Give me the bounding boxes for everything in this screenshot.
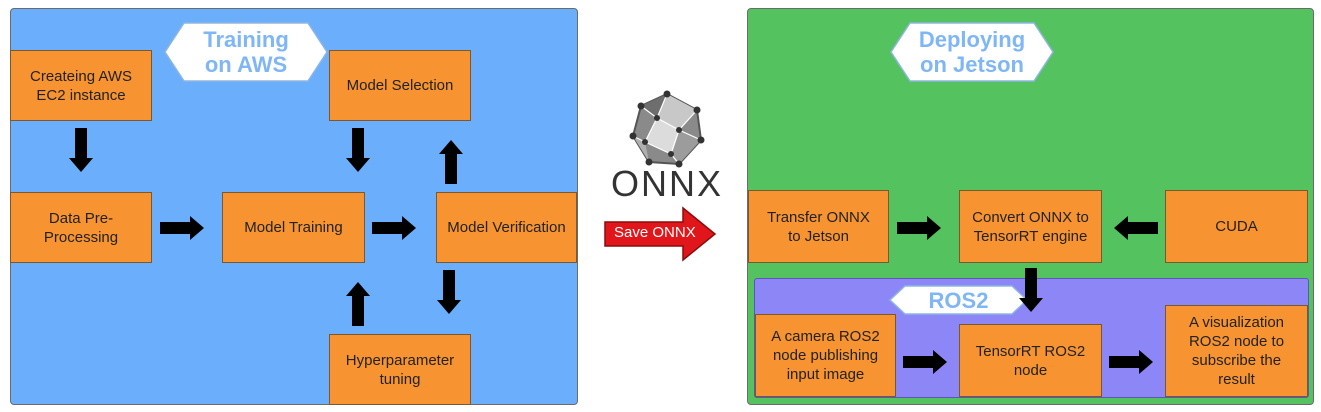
box-model-selection: Model Selection [329,50,471,121]
save-onnx-arrow [604,206,717,262]
box-tensorrt-node: TensorRT ROS2 node [959,324,1102,397]
box-transfer-onnx: Transfer ONNX to Jetson [748,190,889,263]
box-convert-tensorrt: Convert ONNX to TensorRT engine [959,190,1102,263]
arrow-left-cuda-to-convert [1114,216,1158,240]
box-model-verification: Model Verification [436,192,577,263]
arrow-right-data-to-training [160,216,204,240]
box-data-preprocessing: Data Pre-Processing [10,192,152,263]
box-visualization-node: A visualization ROS2 node to subscribe t… [1165,305,1308,397]
onnx-logo-text: ONNX [611,163,724,204]
arrow-right-training-to-verification [372,216,416,240]
arrow-right-transfer-to-convert [897,216,941,240]
arrow-right-tensorrt-to-visualization [1109,350,1153,374]
hexagon-shape [889,285,1028,315]
arrow-up-verification-to-selection [439,140,463,184]
arrow-up-hyper-to-training [346,282,370,326]
box-cuda: CUDA [1165,190,1308,263]
arrow-down-aws-to-data [69,128,93,172]
hexagon-shape [164,22,328,82]
box-hyperparameter: Hyperparameter tuning [329,334,471,405]
box-model-training: Model Training [222,192,365,263]
box-create-aws: Createing AWS EC2 instance [10,50,152,121]
hexagon-shape [890,22,1054,82]
ros2-title-badge: ROS2 [889,285,1028,315]
box-camera-node: A camera ROS2 node publishing input imag… [755,314,896,397]
onnx-logo-icon [629,90,705,168]
save-onnx-label: Save ONNX [614,224,696,241]
arrow-down-selection-to-training [346,128,370,172]
ros2-title: ROS2 [928,287,989,313]
arrow-down-convert-to-tensorrt-node [1019,268,1043,312]
arrow-right-camera-to-tensorrt [903,350,947,374]
arrow-down-verification-to-hyper [437,270,461,314]
